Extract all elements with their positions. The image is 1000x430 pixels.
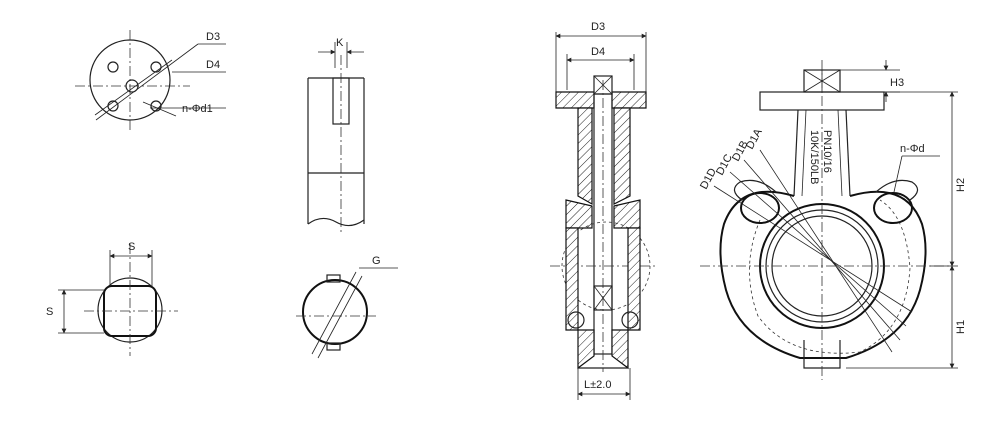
body-mark-2: PN10/16 (821, 130, 833, 173)
stem-side-view: K (307, 37, 365, 235)
front-h2-label: H2 (955, 178, 967, 192)
front-view: H3 10K/150LB PN10/16 n-Φd D1A (698, 60, 967, 380)
section-d4-label: D4 (591, 46, 605, 58)
section-view: D3 D4 L±2.0 (550, 21, 658, 400)
square-s-top-label: S (128, 241, 135, 253)
section-d3-label: D3 (591, 21, 605, 33)
front-h1-label: H1 (955, 320, 967, 334)
front-holes-label: n-Φd (900, 143, 925, 155)
square-s-left-label: S (46, 306, 53, 318)
stem-k-label: K (336, 37, 344, 49)
flange-holes-label: n-Φd1 (182, 103, 213, 115)
section-length-label: L±2.0 (584, 379, 611, 391)
keyed-stem-view: G (296, 255, 398, 359)
flange-d4-label: D4 (206, 59, 220, 71)
front-h3-label: H3 (890, 77, 904, 89)
top-flange-view: D3 D4 n-Φd1 (75, 30, 226, 130)
flange-d3-label: D3 (206, 31, 220, 43)
square-stem-view: S S (46, 241, 178, 356)
key-g-label: G (372, 255, 381, 267)
body-mark-1: 10K/150LB (808, 130, 820, 184)
